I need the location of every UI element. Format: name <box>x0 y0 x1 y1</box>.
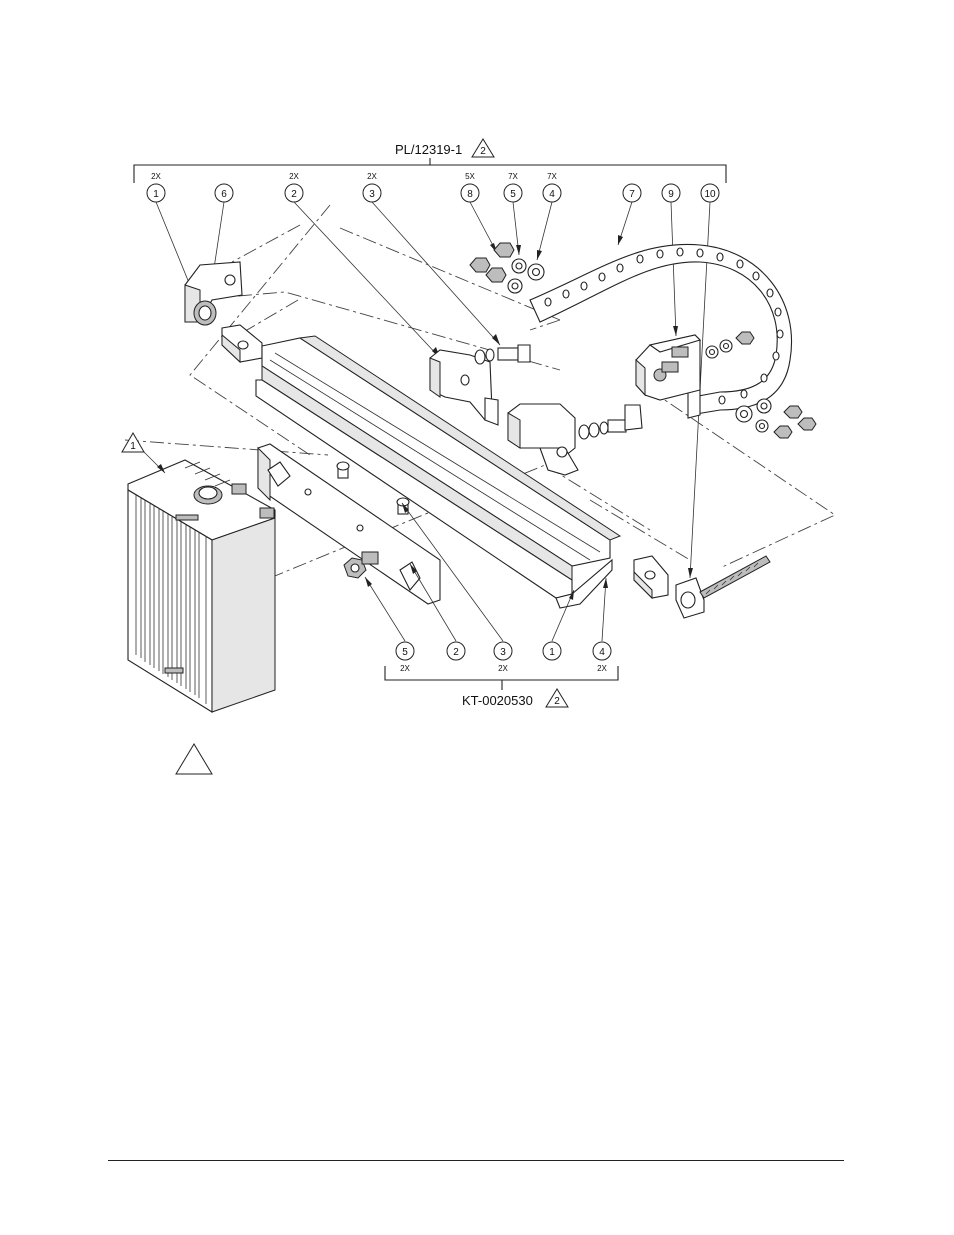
top-callout-7: 7 <box>622 183 642 203</box>
bottom-callout-2: 2 <box>446 641 466 661</box>
top-callout-8: 5X 8 <box>460 172 480 203</box>
top-callout-10: 10 <box>700 183 720 203</box>
top-hardware <box>469 242 545 294</box>
top-kit-note-triangle: 2 <box>471 138 495 158</box>
top-callout-number: 1 <box>153 189 159 200</box>
band-bracket <box>635 331 755 401</box>
top-callout-number: 2 <box>291 189 297 200</box>
radio-connector <box>193 485 223 505</box>
strut-channel <box>255 335 622 609</box>
bottom-callout-number: 2 <box>453 647 459 658</box>
bottom-callout-qty: 2X <box>400 664 410 673</box>
top-callout-number: 6 <box>221 189 227 200</box>
top-callout-number: 10 <box>704 189 716 200</box>
top-callout-number: 5 <box>510 189 516 200</box>
notes-triangle <box>175 743 213 775</box>
bottom-callout-qty: 2X <box>498 664 508 673</box>
bottom-callout-5: 5 2X <box>395 641 415 673</box>
radio-top-vents <box>184 461 231 487</box>
top-callout-qty: 2X <box>151 172 161 181</box>
top-kit-label: PL/12319-1 <box>395 142 462 157</box>
top-callout-3: 2X 3 <box>362 172 382 203</box>
assembly-centerlines <box>124 204 836 579</box>
bottom-callout-number: 1 <box>549 647 555 658</box>
threaded-rod <box>675 555 771 619</box>
radio-mount-studs <box>231 483 275 519</box>
top-callout-2: 2X 2 <box>284 172 304 203</box>
radio-logo <box>175 514 199 521</box>
bottom-kit-label: KT-0020530 <box>462 693 533 708</box>
bottom-callout-3: 3 2X <box>493 641 513 673</box>
bottom-callout-number: 5 <box>402 647 408 658</box>
right-hardware <box>735 398 817 439</box>
top-callout-qty: 2X <box>367 172 377 181</box>
top-callout-9: 9 <box>661 183 681 203</box>
top-callout-number: 9 <box>668 189 674 200</box>
radio-unit <box>127 459 276 713</box>
bottom-kit-header: KT-0020530 2 <box>384 666 619 708</box>
radio-bottom-label <box>164 667 184 674</box>
top-callout-number: 4 <box>549 189 555 200</box>
top-callout-qty: 2X <box>289 172 299 181</box>
lower-channel-nut <box>633 555 669 600</box>
top-callout-qty: 7X <box>547 172 557 181</box>
bottom-kit-note-triangle: 2 <box>545 688 569 708</box>
bottom-leader-lines <box>364 502 608 642</box>
top-callout-number: 7 <box>629 189 635 200</box>
top-callout-1: 2X 1 <box>146 172 166 203</box>
strap-holes <box>544 247 784 405</box>
top-leader-lines <box>155 201 711 579</box>
flange-bolt <box>343 551 379 579</box>
footer-rule <box>108 1160 844 1161</box>
bottom-callout-number: 3 <box>500 647 506 658</box>
top-kit-bracket <box>133 164 727 183</box>
bottom-callout-1: 1 <box>542 641 562 661</box>
bottom-callout-qty: 2X <box>597 664 607 673</box>
radio-heatsink-fins <box>135 495 207 704</box>
top-callout-6: 6 <box>214 183 234 203</box>
unit-note-triangle: 1 <box>121 432 166 474</box>
top-callout-4: 7X 4 <box>542 172 562 203</box>
bottom-kit-note-number: 2 <box>554 696 560 707</box>
top-kit-header: PL/12319-1 2 <box>133 138 727 183</box>
top-callout-5: 7X 5 <box>503 172 523 203</box>
upper-bracket-assembly <box>184 261 263 364</box>
unit-note-number: 1 <box>130 441 136 452</box>
bottom-callouts: 5 2X 2 3 2X 1 4 2X <box>395 641 612 673</box>
center-clamp <box>429 344 531 426</box>
bottom-callout-4: 4 2X <box>592 641 612 673</box>
top-callout-number: 8 <box>467 189 473 200</box>
top-callouts: 2X 1 6 2X 2 2X 3 5X 8 7X 5 <box>146 172 720 203</box>
lower-clamp <box>507 403 643 476</box>
bottom-callout-number: 4 <box>599 647 605 658</box>
top-callout-qty: 5X <box>465 172 475 181</box>
top-callout-number: 3 <box>369 189 375 200</box>
top-kit-note-number: 2 <box>480 146 486 157</box>
top-callout-qty: 7X <box>508 172 518 181</box>
